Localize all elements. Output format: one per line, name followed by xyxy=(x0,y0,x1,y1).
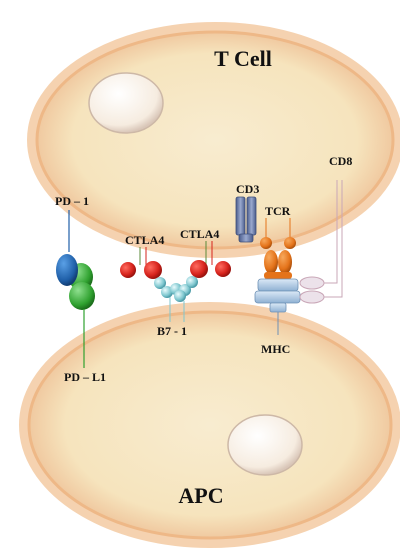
pd1-pdl1-pair: PD – 1 PD – L1 xyxy=(55,194,106,384)
b71-label: B7 - 1 xyxy=(157,324,187,338)
pdl1-label: PD – L1 xyxy=(64,370,106,384)
cd8-domain-1 xyxy=(299,276,325,290)
apc-glow xyxy=(19,302,400,548)
tcr-mhc-complex: CD3 TCR MHC CD8 xyxy=(235,154,352,356)
cd3-bar-3 xyxy=(238,233,254,243)
tcr-label: TCR xyxy=(265,204,291,218)
mhc-middle xyxy=(254,290,301,304)
tcr-head-left xyxy=(260,237,272,249)
tcr-head-right xyxy=(284,237,296,249)
cd3-bar-1 xyxy=(235,196,246,236)
cd8-leader-inner xyxy=(324,180,338,284)
tcr-alpha-chain xyxy=(264,250,278,274)
ctla4-right-domain-1 xyxy=(190,260,208,278)
pd1-molecule xyxy=(56,254,78,286)
b71-domain-1 xyxy=(154,277,166,289)
mhc-label: MHC xyxy=(261,342,290,356)
ctla4-left-domain-1 xyxy=(120,262,136,278)
pd1-label: PD – 1 xyxy=(55,194,89,208)
apc-nucleus xyxy=(227,414,303,476)
pdl1-molecule-bottom xyxy=(69,282,95,310)
cd8-leader-outer xyxy=(324,180,343,298)
ctla4-right-domain-2 xyxy=(215,261,231,277)
ctla4-left-label: CTLA4 xyxy=(125,233,164,247)
ctla4-left-domain-2 xyxy=(144,261,162,279)
cd8-label: CD8 xyxy=(329,154,352,168)
cd3-label: CD3 xyxy=(236,182,259,196)
ctla4-b71-complex: CTLA4 CTLA4 B7 - 1 xyxy=(120,227,231,338)
t-cell: T Cell xyxy=(27,22,400,258)
b71-domain-6 xyxy=(174,290,186,302)
tcr-base xyxy=(264,272,292,279)
ctla4-right-label: CTLA4 xyxy=(180,227,219,241)
mhc-stalk xyxy=(269,302,287,313)
t-cell-glow xyxy=(27,22,400,258)
b71-domain-5 xyxy=(186,276,198,288)
apc-cell: APC xyxy=(19,302,400,548)
apc-body xyxy=(27,310,393,540)
t-cell-nucleus xyxy=(88,72,164,134)
t-cell-label: T Cell xyxy=(214,46,272,71)
mhc-top xyxy=(257,278,299,292)
cd8-domain-2 xyxy=(299,290,325,304)
apc-label: APC xyxy=(178,483,223,508)
tcr-beta-chain xyxy=(278,250,292,274)
cd3-bar-2 xyxy=(246,196,257,236)
